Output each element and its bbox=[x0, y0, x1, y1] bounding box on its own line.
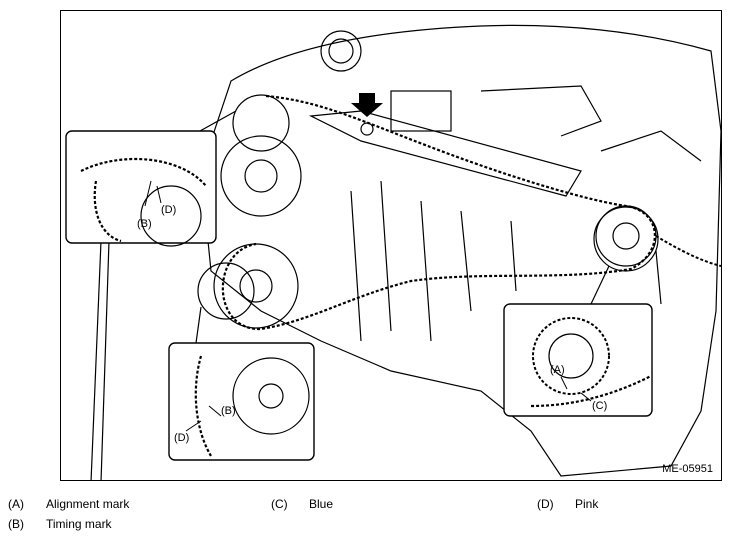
legend-label: Timing mark bbox=[46, 517, 112, 531]
right-sprocket-hub bbox=[612, 222, 640, 250]
callout-b-top: (B) bbox=[137, 218, 152, 230]
tensioner-bolt bbox=[360, 122, 374, 136]
timing-chain-right bbox=[655, 235, 721, 267]
legend-item-a: (A) Alignment mark bbox=[8, 497, 129, 511]
callout-b-bottom: (B) bbox=[221, 405, 236, 417]
inset-lower-cam: (B) (D) bbox=[168, 342, 315, 461]
legend-item-b: (B) Timing mark bbox=[8, 517, 112, 531]
upper-magnify-circle bbox=[232, 94, 290, 152]
bracket bbox=[390, 90, 452, 132]
legend-key: (C) bbox=[271, 497, 288, 511]
legend-key: (B) bbox=[8, 517, 24, 531]
callout-d-bottom: (D) bbox=[174, 432, 189, 444]
legend-label: Alignment mark bbox=[46, 497, 130, 511]
figure-code: ME-05951 bbox=[662, 463, 713, 475]
callout-d-top: (D) bbox=[161, 204, 176, 216]
upper-cam-hub bbox=[244, 159, 278, 193]
engine-drawing: (B) (D) (B) (D) (A) (C) bbox=[65, 24, 721, 480]
engine-detail bbox=[480, 85, 702, 162]
leader-line bbox=[655, 250, 662, 305]
callout-a: (A) bbox=[550, 364, 565, 376]
legend-key: (A) bbox=[8, 497, 24, 511]
leader-line bbox=[195, 306, 202, 344]
leader-line bbox=[590, 265, 610, 305]
legend-label: Pink bbox=[575, 497, 599, 511]
engine-outline bbox=[200, 24, 721, 477]
legend-key: (D) bbox=[537, 497, 554, 511]
engine-detail bbox=[350, 180, 517, 342]
lower-cam-hub bbox=[239, 269, 273, 303]
inset-crank-sprocket: (A) (C) bbox=[503, 303, 653, 417]
lower-magnify-circle bbox=[197, 262, 255, 320]
legend-item-c: (C) Blue bbox=[271, 497, 333, 511]
leader-line bbox=[90, 240, 102, 480]
upper-cam-sprocket bbox=[220, 135, 302, 217]
lower-cam-sprocket bbox=[213, 243, 299, 329]
timing-chain-diagram: (B) (D) (B) (D) (A) (C) ME-05951 bbox=[60, 10, 722, 481]
oil-filler-cap-inner bbox=[328, 38, 354, 64]
tensioner-arrow bbox=[351, 93, 383, 117]
leader-line bbox=[100, 240, 110, 480]
inset-upper-cam: (B) (D) bbox=[65, 130, 217, 247]
chain-guide bbox=[308, 110, 582, 197]
legend-label: Blue bbox=[309, 497, 334, 511]
legend-item-d: (D) Pink bbox=[537, 497, 598, 511]
callout-c: (C) bbox=[592, 400, 607, 412]
oil-filler-cap bbox=[320, 30, 362, 72]
